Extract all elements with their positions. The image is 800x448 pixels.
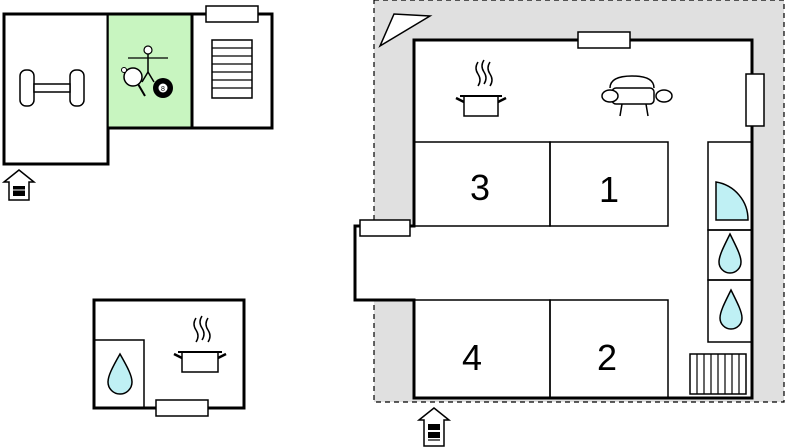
ping-pong-icon xyxy=(121,67,146,97)
window-icon xyxy=(577,31,631,49)
window-icon xyxy=(359,219,411,237)
window-icon xyxy=(205,5,259,23)
dumbbell-icon xyxy=(19,69,85,107)
water-drop-icon xyxy=(719,288,743,330)
shower-icon xyxy=(715,181,749,221)
cooking-pot-icon xyxy=(173,315,227,373)
main-house: 3 1 4 2 xyxy=(353,31,765,400)
entrance-arrow-icon xyxy=(416,407,452,447)
cooking-pot-icon xyxy=(455,59,507,117)
room-bedroom-1[interactable] xyxy=(549,141,669,227)
entrance-arrow-icon xyxy=(1,169,37,201)
radiator-icon xyxy=(689,353,747,395)
small-building xyxy=(92,298,246,417)
room-games[interactable] xyxy=(107,13,193,129)
room-label-4: 4 xyxy=(462,337,482,378)
sofa-icon xyxy=(601,75,673,117)
room-bathroom-2[interactable] xyxy=(707,279,753,343)
room-small-bathroom[interactable] xyxy=(93,339,145,409)
annex-building: 8 xyxy=(2,5,274,166)
terrace-direction-icon xyxy=(378,13,433,48)
room-label-2: 2 xyxy=(597,337,617,378)
window-icon xyxy=(745,73,765,127)
room-bedroom-2[interactable] xyxy=(549,299,669,399)
stairs-icon xyxy=(211,39,253,99)
window-icon xyxy=(155,399,209,417)
water-drop-icon xyxy=(718,232,742,274)
billiard-ball-label: 8 xyxy=(161,86,165,93)
water-drop-icon xyxy=(107,352,133,395)
table-football-icon xyxy=(128,45,168,83)
room-label-3: 3 xyxy=(470,167,490,208)
billiard-ball-icon: 8 xyxy=(153,78,173,98)
room-label-1: 1 xyxy=(599,169,619,210)
